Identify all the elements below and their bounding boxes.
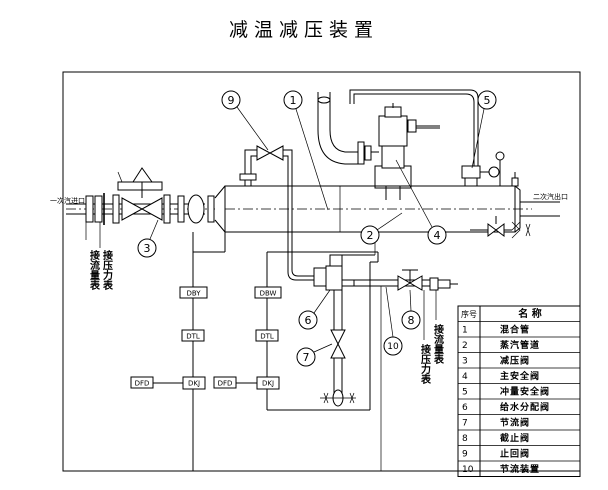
vertical-label-pressure-gauge-right: 接压力表 bbox=[419, 343, 432, 385]
legend-row-name: 蒸汽管道 bbox=[500, 339, 540, 351]
vertical-label-flow-meter-right: 接流量表 bbox=[432, 323, 445, 365]
legend-row-name: 给水分配阀 bbox=[500, 401, 550, 413]
callout-10-label: 10 bbox=[387, 342, 399, 352]
instrument-dbw: DBW bbox=[254, 286, 282, 299]
instrument-dby-label: DBY bbox=[186, 290, 201, 298]
pressure-reducing-valve-actuator bbox=[117, 167, 163, 198]
instrument-dtl-right-label: DTL bbox=[260, 333, 274, 341]
instrument-dtl-right: DTL bbox=[255, 329, 279, 342]
callout-2: 2 bbox=[360, 212, 403, 245]
callout-4-label: 4 bbox=[434, 229, 441, 242]
callout-6-label: 6 bbox=[305, 314, 312, 327]
impulse-safety-valve bbox=[461, 151, 519, 187]
stop-valve bbox=[397, 269, 458, 291]
legend-row-name: 止回阀 bbox=[500, 448, 530, 460]
legend-row-no: 6 bbox=[462, 403, 468, 413]
callout-6: 6 bbox=[298, 289, 331, 330]
control-lines bbox=[85, 222, 437, 471]
instrument-dtl-left: DTL bbox=[181, 329, 205, 342]
callout-8-label: 8 bbox=[408, 314, 415, 327]
callout-7-label: 7 bbox=[303, 351, 310, 364]
legend-row-name: 减压阀 bbox=[500, 355, 530, 367]
legend-row-no: 4 bbox=[462, 372, 468, 382]
legend-row-no: 7 bbox=[462, 419, 468, 429]
legend-row-name: 截止阀 bbox=[500, 432, 530, 444]
instrument-dfd-left-label: DFD bbox=[135, 380, 150, 388]
inlet-line bbox=[66, 193, 215, 225]
instrument-dkj-right-label: DKJ bbox=[262, 380, 274, 388]
legend-header-no: 序号 bbox=[461, 309, 477, 319]
legend-frame bbox=[457, 305, 581, 477]
legend-row-no: 3 bbox=[462, 357, 468, 367]
callout-5-label: 5 bbox=[484, 94, 491, 107]
throttle-valve bbox=[320, 290, 356, 407]
water-injection-line bbox=[239, 145, 326, 281]
instrument-dkj-left: DKJ bbox=[182, 376, 206, 390]
instrument-dtl-left-label: DTL bbox=[186, 333, 200, 341]
callout-5: 5 bbox=[471, 90, 497, 169]
outer-frame bbox=[62, 71, 581, 472]
callout-2-label: 2 bbox=[367, 229, 374, 242]
callout-3-label: 3 bbox=[144, 242, 151, 255]
instrument-dkj-right: DKJ bbox=[256, 376, 280, 390]
legend-header-name: 名 称 bbox=[518, 307, 541, 320]
main-safety-valve bbox=[357, 103, 412, 200]
instrument-dfd-right-label: DFD bbox=[218, 380, 233, 388]
legend-row-name: 节流阀 bbox=[500, 417, 530, 429]
instrument-dkj-left-label: DKJ bbox=[188, 380, 200, 388]
callout-3: 3 bbox=[137, 219, 159, 258]
vertical-label-pressure-gauge-left: 接压力表 bbox=[101, 249, 114, 291]
inlet-label: 一次汽进口 bbox=[50, 196, 85, 205]
callout-9: 9 bbox=[221, 90, 269, 151]
instrument-dby: DBY bbox=[179, 286, 208, 299]
callout-10: 10 bbox=[383, 286, 403, 356]
instrument-dfd-left: DFD bbox=[130, 376, 154, 389]
legend-row-no: 5 bbox=[462, 388, 468, 398]
safety-discharge-pipe bbox=[317, 100, 364, 165]
instrument-dfd-right: DFD bbox=[213, 376, 237, 389]
callout-4: 4 bbox=[395, 159, 447, 245]
legend-row-no: 9 bbox=[462, 450, 468, 460]
legend-row-no: 2 bbox=[462, 341, 468, 351]
legend-row-name: 节流装置 bbox=[500, 463, 540, 475]
outlet-bypass-valves bbox=[470, 216, 531, 239]
diagram-title: 减温减压装置 bbox=[229, 19, 379, 41]
water-distribution-valve bbox=[313, 232, 430, 291]
callout-1-label: 1 bbox=[290, 94, 297, 107]
legend-row-no: 1 bbox=[462, 326, 468, 336]
callout-9-label: 9 bbox=[228, 94, 235, 107]
legend-row-name: 主安全阀 bbox=[500, 370, 540, 382]
legend-row-no: 8 bbox=[462, 434, 468, 444]
instrument-dbw-label: DBW bbox=[260, 290, 277, 298]
legend-row-name: 混合管 bbox=[500, 324, 530, 336]
callout-8: 8 bbox=[401, 289, 421, 330]
legend-table: 序号 名 称 1 混合管 2 蒸汽管道 3 减压阀 4 主安全阀 5 冲量安全阀 6 给水分配阀 7 节流阀 8… bbox=[457, 305, 581, 477]
legend-row-no: 10 bbox=[462, 465, 474, 475]
outlet-label: 二次汽出口 bbox=[533, 192, 568, 201]
reducer-cone bbox=[214, 185, 226, 233]
legend-row-name: 冲量安全阀 bbox=[500, 386, 550, 398]
callout-1: 1 bbox=[283, 90, 329, 211]
callout-7: 7 bbox=[296, 343, 333, 367]
vertical-label-flow-meter-left: 接流量表 bbox=[88, 249, 101, 291]
main-pipe bbox=[224, 185, 560, 233]
